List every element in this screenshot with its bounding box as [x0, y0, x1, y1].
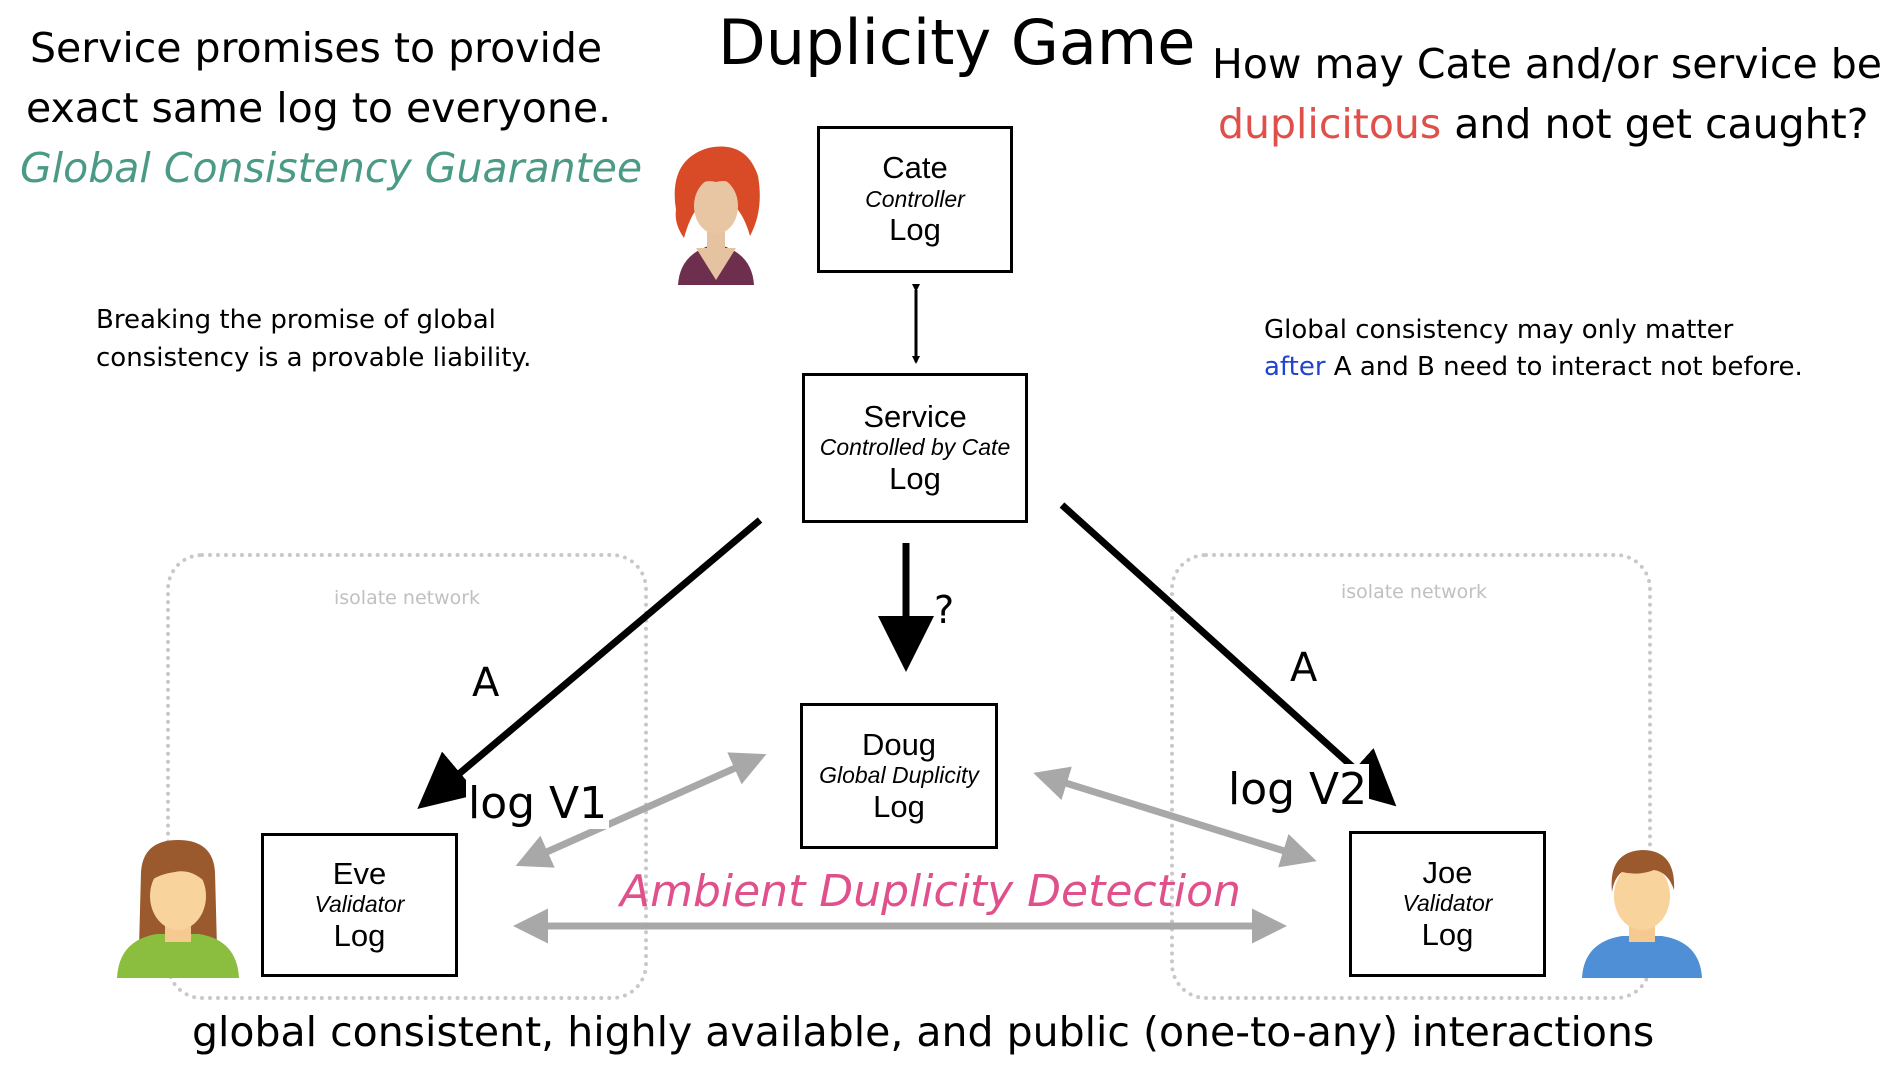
node-cate-name: Cate — [882, 150, 948, 186]
matter-note-line-2: after A and B need to interact not befor… — [1264, 352, 1803, 382]
footer-caption: global consistent, highly available, and… — [192, 1008, 1655, 1056]
node-doug-role: Global Duplicity — [819, 762, 979, 789]
node-cate: Cate Controller Log — [817, 126, 1013, 273]
node-eve-log: Log — [333, 917, 386, 953]
service-to-eve-arrow — [417, 517, 763, 810]
ambient-detection-label: Ambient Duplicity Detection — [620, 866, 1241, 917]
node-service: Service Controlled by Cate Log — [802, 373, 1028, 523]
eve-doug-arrow — [515, 752, 767, 868]
node-service-log: Log — [889, 460, 941, 496]
joe-avatar-icon — [1582, 850, 1702, 978]
isolate-network-label-left: isolate network — [334, 587, 481, 609]
node-cate-role: Controller — [865, 185, 965, 212]
node-joe-log: Log — [1421, 916, 1474, 952]
promise-line-1: Service promises to provide — [30, 24, 603, 72]
cate-avatar-icon — [674, 146, 760, 285]
promise-line-2: exact same log to everyone. — [26, 84, 612, 132]
node-eve-role: Validator — [314, 891, 405, 918]
edge-label-a-left: A — [472, 660, 500, 706]
service-to-joe-arrow — [1059, 502, 1397, 807]
matter-note-line-1: Global consistency may only matter — [1264, 315, 1734, 345]
duplicitous-word: duplicitous — [1218, 100, 1442, 148]
matter-note-line-2-rest: A and B need to interact not before. — [1325, 352, 1803, 382]
node-joe-role: Validator — [1402, 890, 1493, 917]
question-line-1: How may Cate and/or service be — [1212, 40, 1882, 88]
page-title: Duplicity Game — [718, 6, 1196, 79]
node-doug-log: Log — [873, 788, 925, 824]
liability-note-line-1: Breaking the promise of global — [96, 305, 496, 335]
node-joe-name: Joe — [1422, 854, 1473, 890]
node-joe: Joe Validator Log — [1349, 831, 1546, 977]
question-line-2: duplicitous and not get caught? — [1218, 100, 1869, 148]
edge-label-log-v2: log V2 — [1226, 764, 1370, 815]
guarantee-label: Global Consistency Guarantee — [20, 144, 643, 192]
edge-label-log-v1: log V1 — [466, 778, 610, 829]
node-eve: Eve Validator Log — [261, 833, 458, 977]
question-line-2-rest: and not get caught? — [1441, 100, 1869, 148]
edge-label-question: ? — [934, 588, 955, 632]
node-service-role: Controlled by Cate — [819, 434, 1011, 461]
node-eve-name: Eve — [332, 855, 387, 891]
node-doug: Doug Global Duplicity Log — [800, 703, 998, 849]
eve-avatar-icon — [117, 840, 239, 978]
isolate-network-label-right: isolate network — [1341, 581, 1488, 603]
node-cate-log: Log — [889, 212, 941, 248]
liability-note-line-2: consistency is a provable liability. — [96, 343, 532, 373]
node-service-name: Service — [863, 398, 967, 434]
edge-label-a-right: A — [1290, 645, 1318, 691]
after-word: after — [1264, 352, 1326, 382]
node-doug-name: Doug — [861, 726, 937, 762]
doug-joe-arrow — [1033, 766, 1317, 868]
